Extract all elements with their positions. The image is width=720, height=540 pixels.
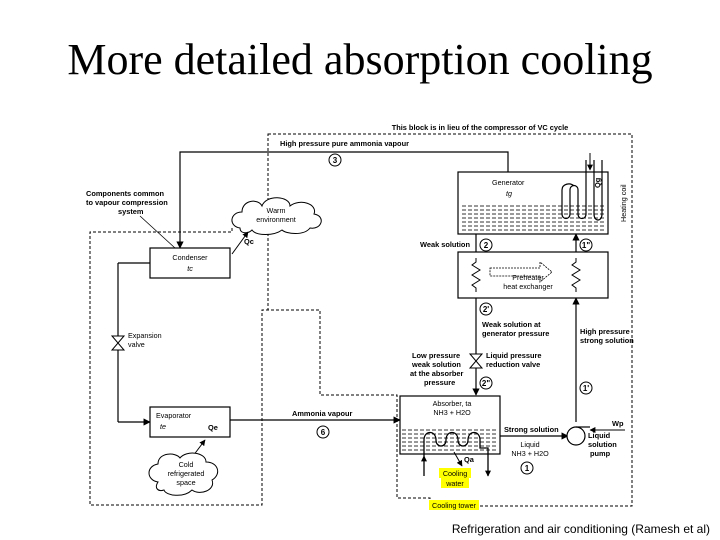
cooling-tower-highlight [429, 500, 479, 510]
lp-valve-1: Liquid pressure [486, 351, 541, 360]
warm-environment-cloud [231, 197, 322, 235]
qg-label: Qg [593, 177, 602, 188]
qa-label: Qa [464, 455, 475, 464]
liquid-mix-1: Liquid [520, 440, 539, 449]
node-1-label: 1 [525, 464, 530, 473]
condenser-temp: tc [187, 264, 193, 273]
common-note-2: to vapour compression [86, 198, 168, 207]
cooling-water-1: Cooling [443, 469, 467, 478]
evaporator-temp: te [160, 422, 166, 431]
cooling-tower-label: Cooling tower [432, 501, 477, 510]
warm-env-1: Warm [267, 206, 286, 215]
evaporator-box [149, 406, 231, 438]
preheater-flow-arrow [489, 261, 553, 283]
node-2-label: 2 [484, 241, 489, 250]
node-2pp-label: 2" [482, 379, 490, 388]
cooling-water-2: water [445, 479, 464, 488]
hp-strong-1: High pressure [580, 327, 630, 336]
cold-space-1: Cold [179, 460, 194, 469]
hp-vapour-label: High pressure pure ammonia vapour [280, 139, 409, 148]
lp-valve-2: reduction valve [486, 360, 540, 369]
pump-1: Liquid [588, 431, 611, 440]
node-1p-label: 1' [583, 384, 589, 393]
cold-space-3: space [176, 478, 195, 487]
absorber-cooling-coil [423, 431, 489, 476]
strong-solution-label: Strong solution [504, 425, 559, 434]
cooling-water-highlight-1 [439, 468, 471, 478]
common-components-boundary [89, 228, 320, 506]
qc-label: Qc [244, 237, 254, 246]
node-3 [328, 153, 342, 167]
heating-coil [561, 160, 603, 221]
low-pressure-2: weak solution [411, 360, 461, 369]
preheater-2: heat exchanger [503, 282, 553, 291]
generator-temp: tg [506, 189, 512, 198]
top-note-label: This block is in lieu of the compressor … [392, 123, 569, 132]
preheater-1: Preheater [512, 273, 544, 282]
slide-title: More detailed absorption cooling [67, 35, 653, 84]
expansion-valve-2: valve [128, 340, 145, 349]
absorber-label: Absorber, ta [433, 399, 472, 408]
common-note-3: system [118, 207, 144, 216]
node-2 [479, 238, 493, 252]
node-1 [520, 461, 534, 475]
condenser-box [149, 247, 231, 279]
pump-2: solution [588, 440, 617, 449]
vapour-line [176, 151, 509, 249]
hp-strong-2: strong solution [580, 336, 634, 345]
common-note-leader [139, 215, 176, 249]
liquid-mix-2: NH3 + H2O [511, 449, 549, 458]
weak-at-gen-2: generator pressure [482, 329, 549, 338]
node-6-label: 6 [321, 428, 326, 437]
condenser-label: Condenser [172, 253, 208, 262]
expansion-valve-1: Expansion [128, 331, 162, 340]
node-2pp [479, 376, 493, 390]
low-pressure-4: pressure [424, 378, 455, 387]
liquid-solution-pump [566, 426, 586, 446]
node-2p [479, 302, 493, 316]
cold-space-cloud [148, 452, 219, 496]
source-caption: Refrigeration and air conditioning (Rame… [451, 522, 710, 536]
weak-solution-label: Weak solution [420, 240, 470, 249]
evaporator-label: Evaporator [156, 411, 192, 420]
node-3-label: 3 [333, 156, 338, 165]
liquid-pressure-reduction-valve [468, 353, 484, 369]
pump-3: pump [590, 449, 611, 458]
weak-at-gen-1: Weak solution at [482, 320, 541, 329]
node-6 [316, 425, 330, 439]
ammonia-vapour-label: Ammonia vapour [292, 409, 352, 418]
preheater-coil-right [571, 258, 581, 292]
preheater-coil-left [471, 258, 481, 292]
qa-arrow [453, 451, 463, 467]
wp-label: Wp [612, 419, 624, 428]
heating-coil-label: Heating coil [619, 184, 628, 222]
cooling-water-highlight-2 [441, 478, 469, 488]
absorber-mix: NH3 + H2O [433, 408, 471, 417]
qc-arrow [231, 231, 249, 255]
node-2p-label: 2' [483, 305, 489, 314]
generator-label: Generator [492, 178, 525, 187]
cold-space-2: refrigerated [168, 469, 205, 478]
low-pressure-3: at the absorber [410, 369, 464, 378]
qe-label: Qe [208, 423, 218, 432]
common-note-1: Components common [86, 189, 164, 198]
low-pressure-1: Low pressure [412, 351, 460, 360]
node-1pp [579, 238, 593, 252]
node-1p [579, 381, 593, 395]
expansion-valve [110, 335, 126, 351]
node-1pp-label: 1" [582, 241, 590, 250]
warm-env-2: environment [256, 215, 296, 224]
